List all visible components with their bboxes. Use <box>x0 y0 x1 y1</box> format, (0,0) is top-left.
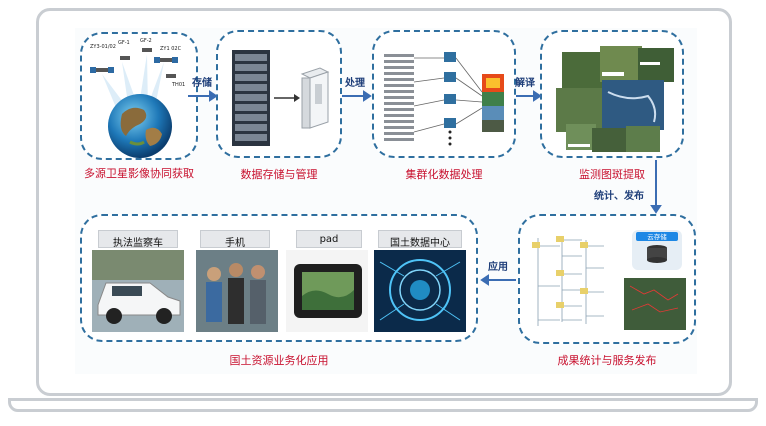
process-box <box>372 30 516 158</box>
app-label-datacenter: 国土数据中心 <box>378 230 462 249</box>
caption-process: 集群化数据处理 <box>405 168 483 181</box>
caption-publish: 成果统计与服务发布 <box>557 354 657 367</box>
storage-box <box>216 30 342 158</box>
app-label-vehicle: 执法监察车 <box>98 230 178 249</box>
earth-satellites-illustration: ZY3-01/02 GF-1 GF-2 ZY1 02C TH01 <box>90 38 185 158</box>
sat-label-gf2: GF-2 <box>140 38 152 44</box>
sat-label-zy1: ZY1 02C <box>160 46 182 52</box>
arrow-label-apply: 应用 <box>488 262 508 273</box>
sat-label-th01: TH01 <box>171 82 185 88</box>
device-base <box>8 398 758 412</box>
imagery-mosaic-illustration <box>556 46 674 152</box>
statistics-service-illustration: 云存储 <box>532 230 686 330</box>
arrow-label-stats: 统计、发布 <box>594 191 644 202</box>
server-rack-illustration <box>232 50 330 146</box>
arrow-label-process: 处理 <box>345 78 365 89</box>
app-label-phone: 手机 <box>200 230 270 249</box>
arrow-label-store: 存储 <box>192 78 212 89</box>
caption-apply: 国土资源业务化应用 <box>229 354 329 367</box>
arrow-label-interpret: 解译 <box>515 78 535 89</box>
database-icon <box>647 245 667 263</box>
acquire-box: ZY3-01/02 GF-1 GF-2 ZY1 02C TH01 <box>80 32 198 160</box>
app-label-pad: pad <box>296 230 362 248</box>
cluster-processing-illustration <box>384 52 504 146</box>
sat-label-gf1: GF-1 <box>118 40 130 46</box>
caption-storage: 数据存储与管理 <box>240 168 318 181</box>
caption-extract: 监测图斑提取 <box>579 168 645 181</box>
publish-box: 云存储 <box>518 214 696 344</box>
extract-box <box>540 30 684 158</box>
cloud-storage-label: 云存储 <box>647 232 667 241</box>
sat-label-zy3: ZY3-01/02 <box>90 44 116 50</box>
caption-acquire: 多源卫星影像协同获取 <box>84 167 194 180</box>
